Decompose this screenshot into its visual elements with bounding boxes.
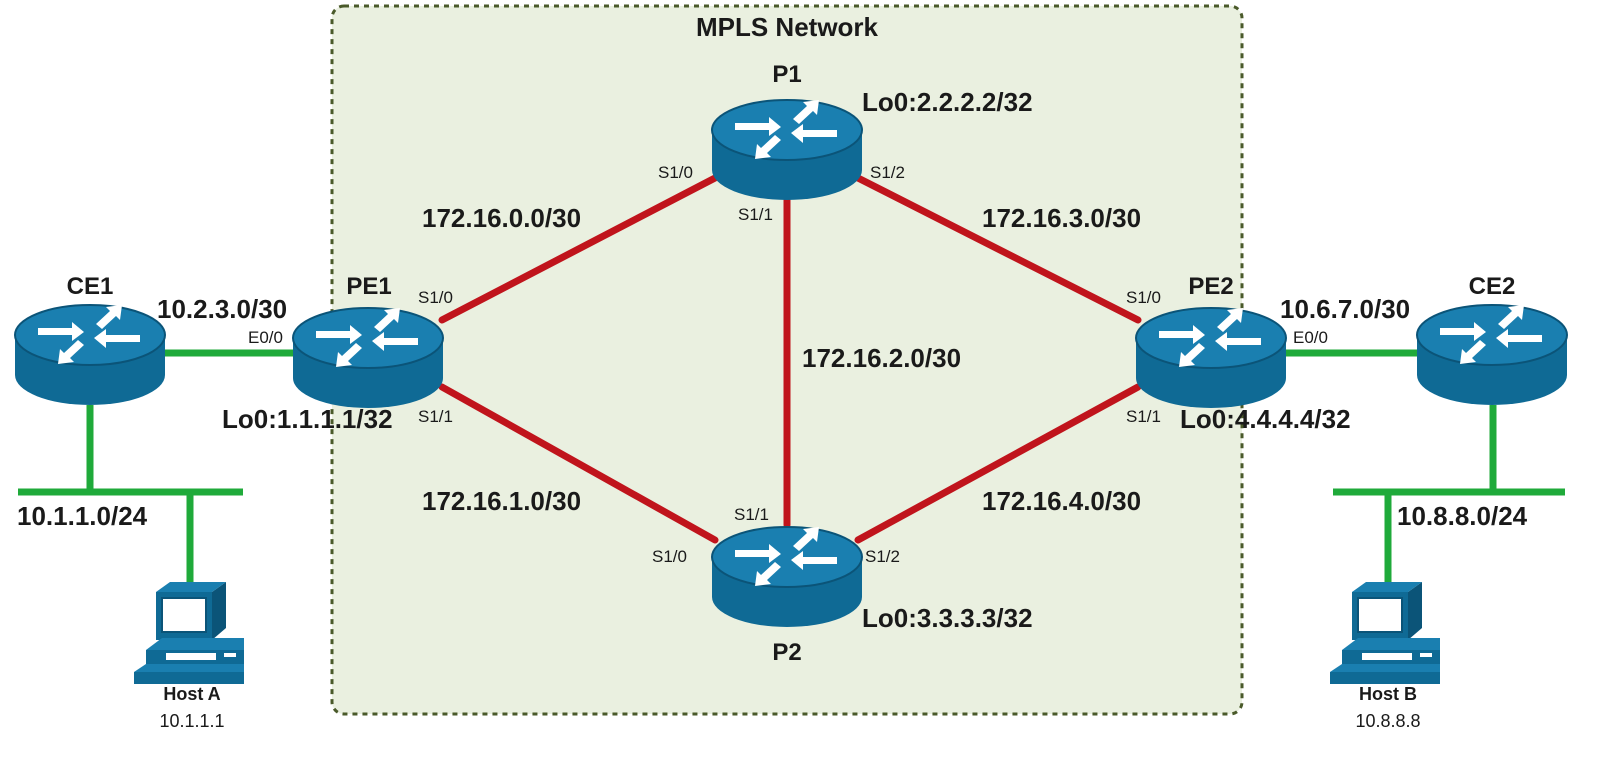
host-b-ip: 10.8.8.8 — [1355, 711, 1420, 731]
router-name-p1: P1 — [772, 61, 801, 88]
subnet-p1-p2: 172.16.2.0/30 — [802, 343, 961, 373]
link-p2-pe2 — [854, 383, 1142, 544]
port-pe1-s10: S1/0 — [418, 288, 453, 307]
link-p1-pe2 — [854, 174, 1142, 324]
computer-icon-host-a[interactable] — [133, 581, 245, 685]
port-p1-s10: S1/0 — [658, 163, 693, 182]
router-name-pe1: PE1 — [346, 273, 391, 300]
port-pe2-e00: E0/0 — [1293, 328, 1328, 347]
link-pe1-p1 — [438, 174, 719, 324]
subnet-p1-pe2: 172.16.3.0/30 — [982, 203, 1141, 233]
router-name-pe2: PE2 — [1188, 273, 1233, 300]
host-a-name: Host A — [163, 684, 220, 704]
router-icon-ce1[interactable] — [14, 304, 166, 406]
subnet-pe1-p1: 172.16.0.0/30 — [422, 203, 581, 233]
computer-icon-host-b[interactable] — [1329, 581, 1441, 685]
lan-left-subnet: 10.1.1.0/24 — [17, 501, 148, 531]
subnet-pe2-ce2: 10.6.7.0/30 — [1280, 294, 1410, 324]
router-icon-pe2[interactable] — [1135, 307, 1287, 409]
port-pe1-s11: S1/1 — [418, 407, 453, 426]
subnet-ce1-pe1: 10.2.3.0/30 — [157, 294, 287, 324]
lan-right-subnet: 10.8.8.0/24 — [1397, 501, 1528, 531]
mpls-region-title: MPLS Network — [696, 12, 879, 42]
router-name-ce2: CE2 — [1469, 273, 1516, 300]
port-pe2-s10: S1/0 — [1126, 288, 1161, 307]
router-icon-ce2[interactable] — [1416, 304, 1568, 406]
router-icon-pe1[interactable] — [292, 307, 444, 409]
loopback-pe2: Lo0:4.4.4.4/32 — [1180, 404, 1351, 434]
router-name-p2: P2 — [772, 639, 801, 666]
port-pe2-s11: S1/1 — [1126, 407, 1161, 426]
loopback-pe1: Lo0:1.1.1.1/32 — [222, 404, 393, 434]
loopback-p2: Lo0:3.3.3.3/32 — [862, 603, 1033, 633]
port-p2-s11: S1/1 — [734, 505, 769, 524]
subnet-pe1-p2: 172.16.1.0/30 — [422, 486, 581, 516]
router-icon-p2[interactable] — [711, 526, 863, 628]
loopback-p1: Lo0:2.2.2.2/32 — [862, 87, 1033, 117]
port-p1-s12: S1/2 — [870, 163, 905, 182]
link-pe1-p2 — [438, 383, 719, 544]
subnet-p2-pe2: 172.16.4.0/30 — [982, 486, 1141, 516]
host-a-ip: 10.1.1.1 — [159, 711, 224, 731]
port-p2-s10: S1/0 — [652, 547, 687, 566]
router-icon-p1[interactable] — [711, 99, 863, 201]
port-pe1-e00: E0/0 — [248, 328, 283, 347]
router-name-ce1: CE1 — [67, 273, 114, 300]
port-p2-s12: S1/2 — [865, 547, 900, 566]
port-p1-s11: S1/1 — [738, 205, 773, 224]
host-b-name: Host B — [1359, 684, 1417, 704]
